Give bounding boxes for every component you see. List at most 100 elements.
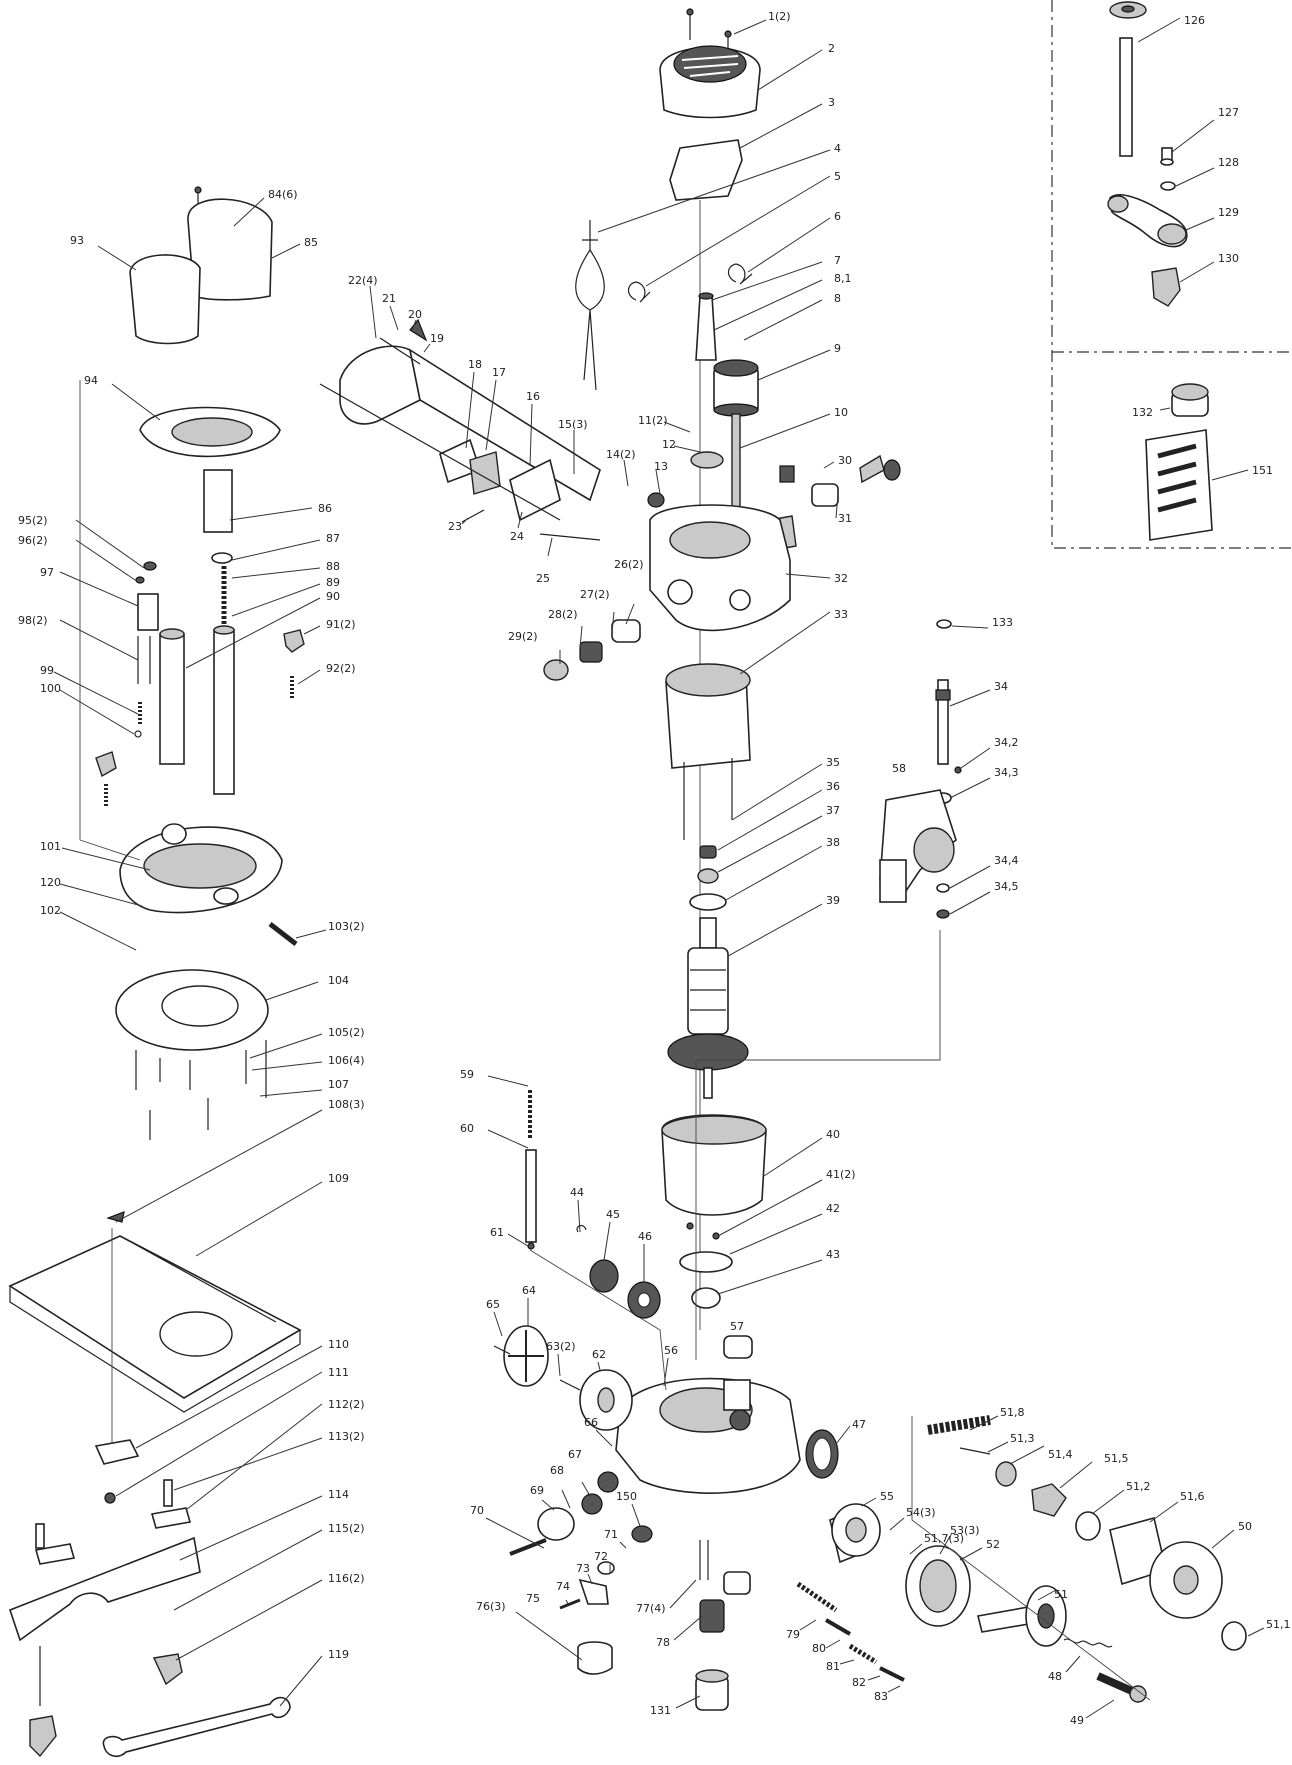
label-38: 38 [826, 836, 840, 849]
label-90: 90 [326, 590, 340, 603]
rack-10-part [731, 413, 741, 515]
clamp-110-part [94, 1439, 140, 1465]
label-60: 60 [460, 1122, 474, 1135]
label-67: 67 [568, 1448, 582, 1461]
plunge-base-assembly [8, 186, 305, 1758]
label-50: 50 [1238, 1520, 1252, 1533]
label-105-2: 105(2) [328, 1026, 365, 1039]
label-30: 30 [838, 454, 852, 467]
label-27-2: 27(2) [580, 588, 610, 601]
label-94: 94 [84, 374, 98, 387]
label-96-2: 96(2) [18, 534, 48, 547]
leader-lines [53, 17, 1265, 1719]
label-113-2: 113(2) [328, 1430, 365, 1443]
label-91-2: 91(2) [326, 618, 356, 631]
knob-center [1121, 5, 1135, 13]
label-73: 73 [576, 1562, 590, 1575]
label-31: 31 [838, 512, 852, 525]
label-52: 52 [986, 1538, 1000, 1551]
label-22-4: 22(4) [348, 274, 378, 287]
handle-shell-19-part [339, 345, 421, 425]
label-71: 71 [604, 1528, 618, 1541]
label-93: 93 [70, 234, 84, 247]
washer-43-part [691, 1287, 721, 1309]
label-51-1: 51,1 [1266, 1618, 1291, 1631]
label-131: 131 [650, 1704, 671, 1717]
label-34-2: 34,2 [994, 736, 1019, 749]
cover-85-part [187, 198, 273, 301]
label-84-6: 84(6) [268, 188, 298, 201]
label-55: 55 [880, 1490, 894, 1503]
module-16-part [509, 458, 561, 522]
label-51-8: 51,8 [1000, 1406, 1025, 1419]
label-51-7-3: 51,7(3) [924, 1532, 964, 1545]
depth-rod-part [1119, 37, 1133, 157]
lever-74-part [578, 1578, 609, 1605]
label-20: 20 [408, 308, 422, 321]
label-14-2: 14(2) [606, 448, 636, 461]
label-42: 42 [826, 1202, 840, 1215]
label-9: 9 [834, 342, 841, 355]
label-28-2: 28(2) [548, 608, 578, 621]
guide-plate-109-part [8, 1235, 302, 1399]
switch-17-part [469, 451, 501, 495]
label-58: 58 [892, 762, 906, 775]
label-8: 8 [834, 292, 841, 305]
label-16: 16 [526, 390, 540, 403]
label-51-2: 51,2 [1126, 1480, 1151, 1493]
label-2: 2 [828, 42, 835, 55]
label-110: 110 [328, 1338, 349, 1351]
label-23: 23 [448, 520, 462, 533]
switch-plate-part [669, 139, 743, 201]
fan-39-part [667, 1033, 749, 1071]
spindle-34-part [937, 679, 949, 765]
label-132: 132 [1132, 406, 1153, 419]
label-46: 46 [638, 1230, 652, 1243]
power-cord-part [575, 248, 605, 311]
washer-128-part [1160, 181, 1176, 191]
label-51: 51 [1054, 1588, 1068, 1601]
collar-12-part [690, 451, 724, 469]
label-112-2: 112(2) [328, 1398, 365, 1411]
armature-shaft-part [699, 917, 717, 949]
label-5: 5 [834, 170, 841, 183]
label-76-3: 76(3) [476, 1600, 506, 1613]
label-120: 120 [40, 876, 61, 889]
label-53-3: 53(3) [950, 1524, 980, 1537]
column-90-part [159, 633, 185, 765]
label-54-3: 54(3) [906, 1506, 936, 1519]
label-40: 40 [826, 1128, 840, 1141]
label-100: 100 [40, 682, 61, 695]
accessory-panel [1051, 0, 1292, 549]
bearing-77-part [723, 1571, 751, 1595]
label-99: 99 [40, 664, 54, 677]
label-51-4: 51,4 [1048, 1448, 1073, 1461]
label-128: 128 [1218, 156, 1239, 169]
spring-6-part [727, 263, 753, 285]
label-150: 150 [616, 1490, 637, 1503]
label-35: 35 [826, 756, 840, 769]
brush-28-part [579, 641, 603, 663]
knob-51-1-part [1221, 1621, 1247, 1651]
label-41-2: 41(2) [826, 1168, 856, 1181]
label-45: 45 [606, 1208, 620, 1221]
label-102: 102 [40, 904, 61, 917]
label-81: 81 [826, 1660, 840, 1673]
label-70: 70 [470, 1504, 484, 1517]
label-10: 10 [834, 406, 848, 419]
label-114: 114 [328, 1488, 349, 1501]
label-48: 48 [1048, 1670, 1062, 1683]
label-57: 57 [730, 1320, 744, 1333]
label-34-4: 34,4 [994, 854, 1019, 867]
cover-93-part [129, 254, 201, 345]
spring-5-part [627, 281, 651, 303]
label-82: 82 [852, 1676, 866, 1689]
label-103-2: 103(2) [328, 920, 365, 933]
label-101: 101 [40, 840, 61, 853]
label-119: 119 [328, 1648, 349, 1661]
gear-45-part [589, 1259, 619, 1293]
label-111: 111 [328, 1366, 349, 1379]
label-106-4: 106(4) [328, 1054, 365, 1067]
motor-assembly [543, 8, 901, 1711]
